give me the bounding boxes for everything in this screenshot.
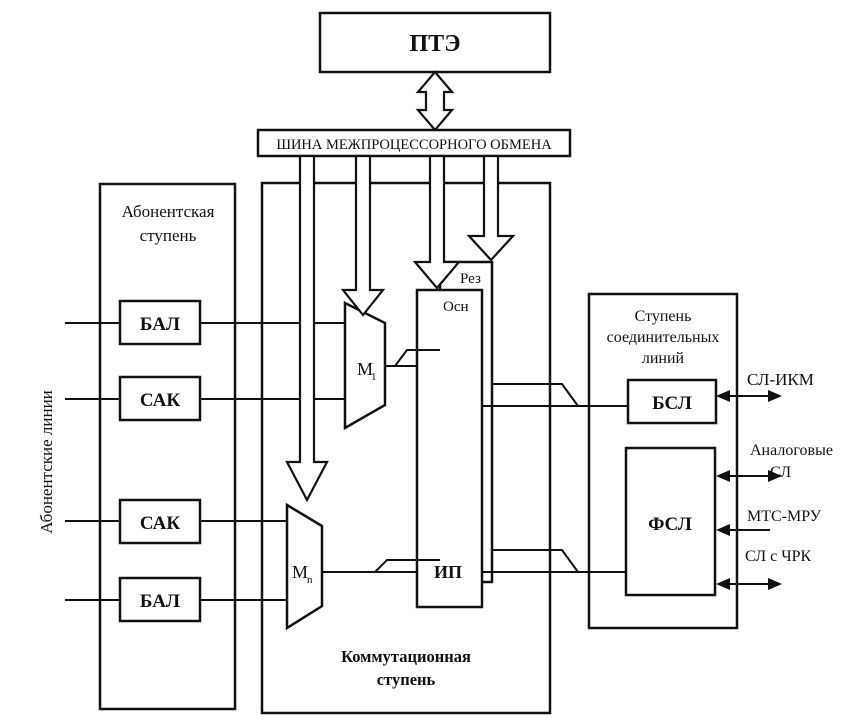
bus-arrow-m1 [340,154,386,317]
output-analog-label-2: СЛ [770,464,791,481]
bus-arrow-main [412,154,462,290]
link-field-fsl-reserve [492,549,579,573]
switching-stage-title-2: ступень [377,670,436,689]
bus-label: ШИНА МЕЖПРОЦЕССОРНОГО ОБМЕНА [276,137,552,153]
output-pcm-label: СЛ-ИКМ [747,370,814,389]
bsl-block [626,378,718,425]
arrow-analog [716,470,782,482]
subscriber-lines-label: Абонентские линии [37,390,56,534]
ip-label: ИП [434,562,462,582]
trunk-stage-title-1: Ступень [635,308,692,325]
arrow-pcm [716,390,782,402]
trunk-stage-title-3: линий [642,350,685,367]
sak-block-2-label: САК [140,513,180,534]
switch-field-main [415,288,484,609]
bal-block-2-label: БАЛ [140,591,180,612]
subscriber-stage-title-2: ступень [140,226,197,245]
bsl-label: БСЛ [652,393,692,414]
multiplexer-mn [285,502,324,631]
sak-block-1-label: САК [140,390,180,411]
fsl-label: ФСЛ [648,514,692,535]
bus-arrow-mn [285,154,329,503]
output-chrk-label: СЛ с ЧРК [745,548,812,565]
pte-label: ПТЭ [410,31,461,57]
output-mts-label: МТС-МРУ [747,508,822,525]
pte-bus-double-arrow [415,70,455,132]
output-analog-label-1: Аналоговые [750,442,833,459]
subscriber-stage-title-1: Абонентская [122,202,215,221]
multiplexer-m1-label: M [357,359,373,379]
multiplexer-m1-sub: 1 [371,371,377,383]
pte-box [318,11,552,74]
switch-reserve-label: Рез [460,271,481,287]
arrow-chrk [716,578,782,590]
switching-stage-title-1: Коммутационная [341,647,471,666]
multiplexer-m1 [343,300,387,431]
trunk-stage-title-2: соединительных [607,329,720,346]
subscriber-stage-box [98,182,237,711]
switch-main-label: Осн [443,299,469,315]
sak-block-1 [118,375,202,422]
multiplexer-mn-sub: n [307,574,313,586]
fsl-block [624,446,717,597]
link-m1-field-reserve [394,349,440,367]
bus-box [256,128,572,158]
link-mn-field-reserve [374,559,440,573]
bal-block-1-label: БАЛ [140,314,180,335]
multiplexer-mn-label: M [292,562,308,582]
arrow-mts [716,524,770,536]
link-field-bsl-reserve [492,383,579,407]
bus-arrow-reserve [466,154,516,262]
